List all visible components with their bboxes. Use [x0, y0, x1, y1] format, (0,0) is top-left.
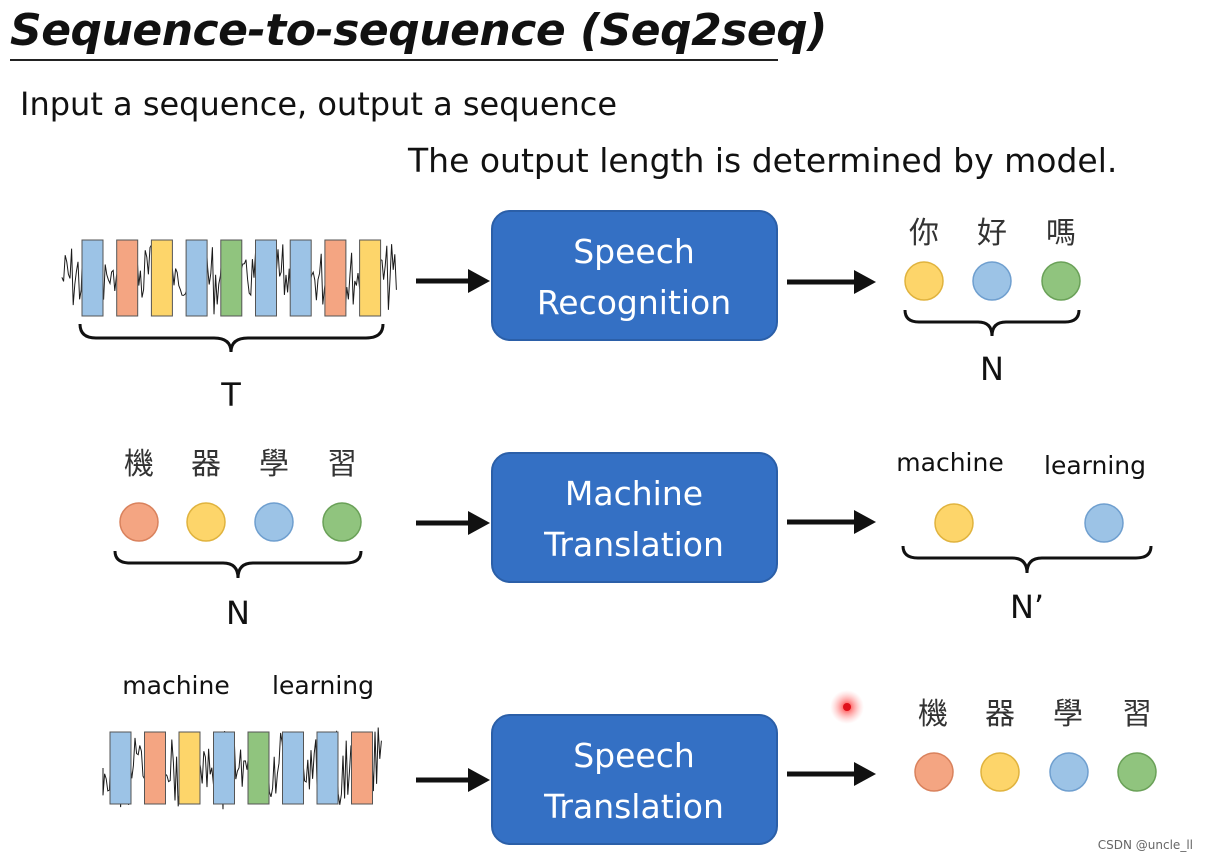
machine-translation-label-line2: Translation: [543, 525, 724, 564]
input-length-label-N: N: [226, 594, 250, 632]
output-word-learning: learning: [1044, 451, 1146, 480]
output-brace-row2: [901, 545, 1153, 574]
input-char-ji: 機: [124, 447, 154, 482]
arrowhead-in-row2: [468, 511, 490, 535]
input-length-label-T: T: [220, 376, 241, 414]
feature-frame-yellow: [178, 731, 201, 805]
feature-frame-green: [220, 239, 243, 317]
feature-frame-orange: [116, 239, 139, 317]
output-brace-row1: [903, 309, 1081, 337]
feature-frame-yellow: [359, 239, 382, 317]
input-token-blue: [254, 502, 294, 542]
arrowhead-out-row1: [854, 270, 876, 294]
feature-frame-blue: [109, 731, 132, 805]
feature-frame-blue: [289, 239, 312, 317]
input-char-xue: 學: [259, 447, 289, 482]
output-token-yellow-row3: [980, 752, 1020, 792]
output-token-blue-row3: [1049, 752, 1089, 792]
input-word-machine: machine: [122, 671, 229, 700]
input-word-learning: learning: [272, 671, 374, 700]
output-token-blue-row2: [1084, 503, 1124, 543]
feature-frame-blue: [282, 731, 304, 805]
output-char-xue-row3: 學: [1053, 697, 1083, 732]
speech-translation-label-line2: Translation: [543, 787, 724, 826]
speech-translation-label-line1: Speech: [573, 736, 695, 775]
feature-frame-blue: [213, 731, 235, 805]
output-length-label-N-prime: N’: [1010, 588, 1044, 626]
output-length-label-N: N: [980, 350, 1004, 388]
feature-frame-blue: [81, 239, 104, 317]
speech-recognition-label-line1: Speech: [573, 232, 695, 271]
input-brace-row1: [78, 323, 385, 353]
output-char-ni: 你: [909, 216, 939, 251]
output-token-yellow: [904, 261, 944, 301]
row-speech-translation: machine learning Speech Translation 機 器 …: [102, 671, 1157, 845]
arrowhead-out-row3: [854, 762, 876, 786]
title-underline: [10, 59, 778, 61]
arrowhead-out-row2: [854, 510, 876, 534]
input-token-green: [322, 502, 362, 542]
input-char-xi: 習: [327, 447, 357, 482]
feature-frame-yellow: [150, 239, 173, 317]
input-token-yellow: [186, 502, 226, 542]
watermark: CSDN @uncle_ll: [1098, 838, 1193, 852]
output-token-blue: [972, 261, 1012, 301]
slide-title: Sequence-to-sequence (Seq2seq): [10, 5, 827, 56]
output-char-ji-row3: 機: [918, 697, 948, 732]
machine-translation-box: [491, 452, 778, 583]
machine-translation-label-line1: Machine: [565, 474, 703, 513]
speech-recognition-box: [491, 210, 778, 341]
input-brace-row2: [113, 550, 363, 579]
speech-recognition-label-line2: Recognition: [537, 283, 731, 322]
feature-frame-orange: [324, 239, 347, 317]
output-char-xi-row3: 習: [1122, 697, 1152, 732]
output-word-machine: machine: [896, 448, 1003, 477]
feature-frames-row3: [109, 731, 373, 805]
output-char-hao: 好: [977, 216, 1007, 251]
slide-subtitle: Input a sequence, output a sequence: [20, 85, 618, 123]
output-char-ma: 嗎: [1046, 216, 1076, 251]
output-token-green-row3: [1117, 752, 1157, 792]
arrowhead-in-row1: [468, 269, 490, 293]
row-machine-translation: 機 器 學 習 N Machine Translation machine le…: [113, 447, 1153, 632]
laser-pointer-dot: [843, 703, 851, 711]
input-char-qi: 器: [191, 447, 221, 482]
feature-frame-green: [247, 731, 270, 805]
output-token-green: [1041, 261, 1081, 301]
feature-frame-blue: [255, 239, 277, 317]
input-token-orange: [119, 502, 159, 542]
output-length-note: The output length is determined by model…: [408, 141, 1118, 180]
feature-frame-blue: [185, 239, 208, 317]
output-token-orange-row3: [914, 752, 954, 792]
output-token-yellow-row2: [934, 503, 974, 543]
feature-frame-blue: [316, 731, 339, 805]
feature-frames-row1: [81, 239, 382, 317]
feature-frame-orange: [144, 731, 166, 805]
speech-translation-box: [491, 714, 778, 845]
row-speech-recognition: T Speech Recognition 你 好 嗎 N: [61, 210, 1081, 414]
output-char-qi-row3: 器: [985, 697, 1015, 732]
feature-frame-orange: [351, 731, 373, 805]
arrowhead-in-row3: [468, 768, 490, 792]
